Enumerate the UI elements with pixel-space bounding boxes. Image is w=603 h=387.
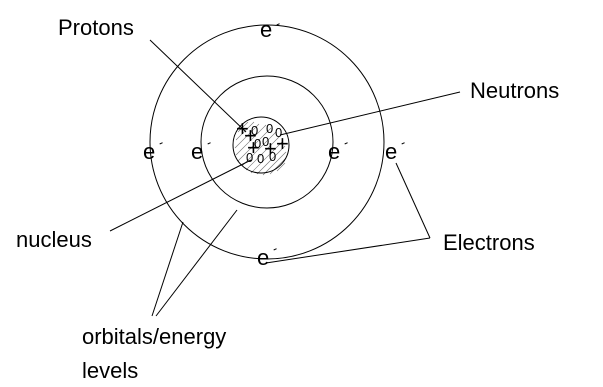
electron-top: e - bbox=[260, 16, 283, 42]
proton-symbol: + bbox=[264, 136, 277, 161]
nucleus: + + + + + 0 0 0 0 0 0 0 0 bbox=[232, 116, 290, 176]
electron-outer-right: e - bbox=[385, 135, 408, 164]
electron-charge: - bbox=[398, 135, 408, 150]
electron-charge: - bbox=[341, 135, 351, 150]
electron-symbol: e bbox=[191, 139, 203, 164]
neutron-symbol: 0 bbox=[275, 125, 282, 140]
electron-charge: - bbox=[204, 135, 214, 150]
inner-orbit bbox=[200, 75, 334, 209]
neutron-symbol: 0 bbox=[262, 134, 269, 149]
proton-symbol: + bbox=[244, 123, 257, 148]
neutrons-pointer bbox=[279, 91, 461, 136]
outer-orbit bbox=[149, 24, 385, 260]
orbitals-pointer-inner bbox=[155, 209, 238, 317]
neutron-symbol: 0 bbox=[254, 136, 261, 151]
protons-label: Protons bbox=[58, 15, 134, 40]
protons-pointer bbox=[149, 39, 247, 133]
electrons-pointer-upper bbox=[395, 162, 431, 239]
electron-symbol: e bbox=[385, 139, 397, 164]
electron-charge: - bbox=[156, 135, 166, 150]
electron-bottom: e - bbox=[257, 241, 280, 270]
electron-inner-left: e - bbox=[191, 135, 214, 164]
orbitals-pointer-outer bbox=[151, 221, 184, 317]
electron-symbol: e bbox=[257, 245, 269, 270]
nucleus-pointer bbox=[109, 159, 252, 232]
electron-outer-left: e - bbox=[143, 135, 166, 164]
orbitals-label-line1: orbitals/energy bbox=[82, 324, 226, 349]
proton-symbol: + bbox=[276, 131, 289, 156]
electron-symbol: e bbox=[143, 139, 155, 164]
neutron-symbol: 0 bbox=[251, 123, 258, 138]
nucleus-circle bbox=[232, 116, 290, 174]
electron-symbol: e bbox=[260, 17, 272, 42]
neutron-symbol: 0 bbox=[269, 149, 276, 164]
electrons-pointer-lower bbox=[265, 237, 431, 264]
orbitals-label-line2: levels bbox=[82, 358, 138, 383]
neutron-symbol: 0 bbox=[266, 121, 273, 136]
neutron-symbol: 0 bbox=[257, 151, 264, 166]
proton-symbol: + bbox=[247, 135, 260, 160]
electron-charge: - bbox=[273, 16, 283, 31]
electron-charge: - bbox=[270, 241, 280, 256]
electrons-label: Electrons bbox=[443, 230, 535, 255]
electron-symbol: e bbox=[328, 139, 340, 164]
nucleus-hatching bbox=[234, 121, 287, 176]
nucleus-label: nucleus bbox=[16, 227, 92, 252]
electron-inner-right: e - bbox=[328, 135, 351, 164]
neutrons-label: Neutrons bbox=[470, 78, 559, 103]
neutron-symbol: 0 bbox=[246, 150, 253, 165]
